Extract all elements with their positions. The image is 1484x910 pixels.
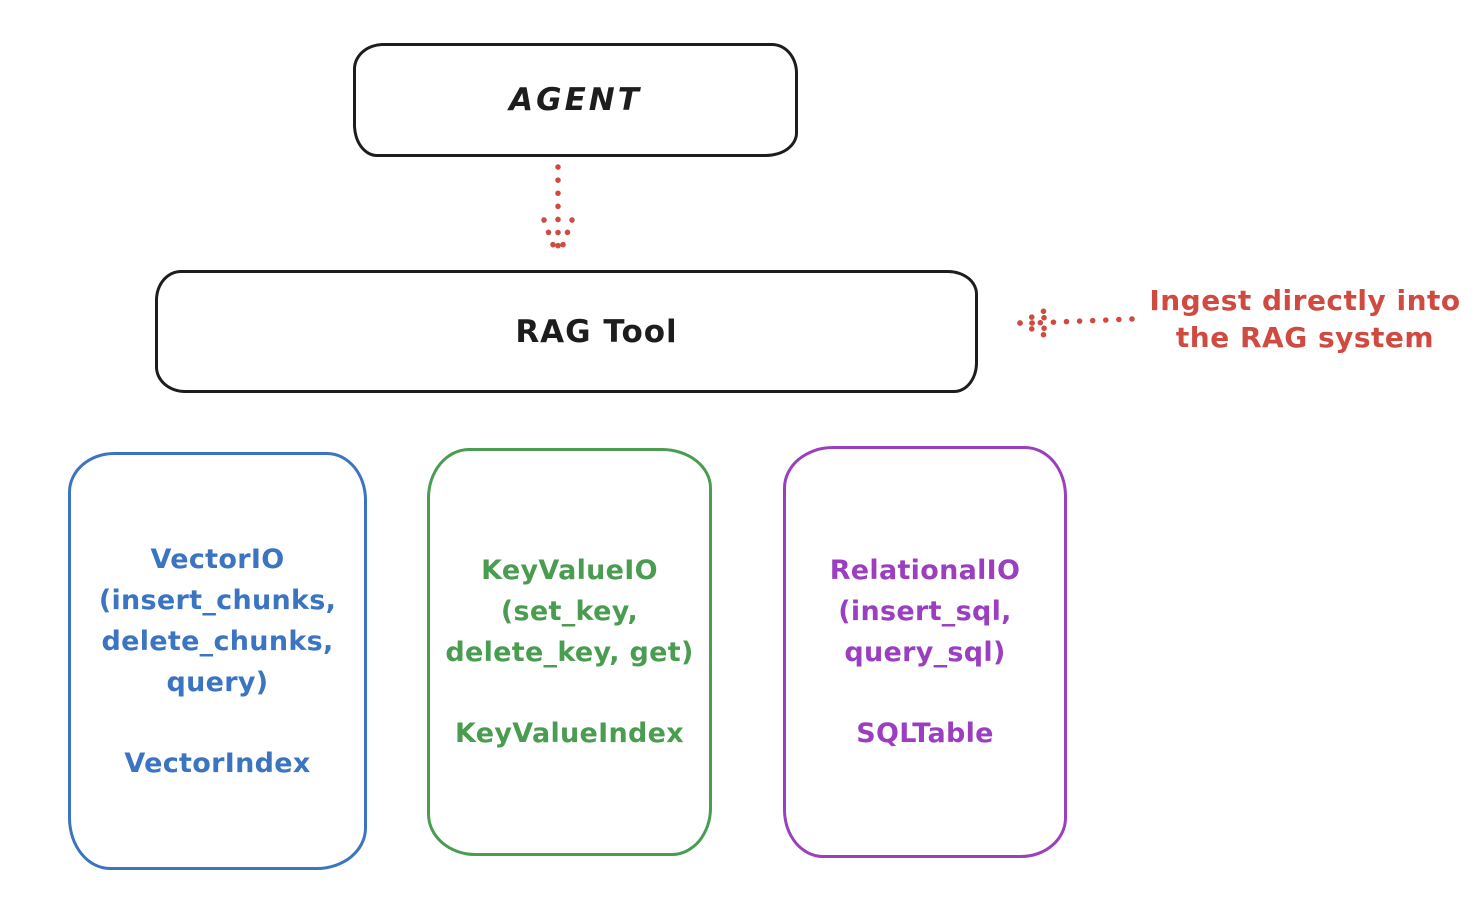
relational-io-box: RelationalIO (insert_sql, query_sql) SQL… [783, 446, 1067, 858]
keyvalue-io-line: delete_key, get) [445, 637, 694, 668]
sql-table-label: SQLTable [856, 718, 994, 749]
agent-box: AGENT [353, 43, 798, 157]
relational-io-line: (insert_sql, [838, 596, 1012, 627]
rag-tool-box: RAG Tool [155, 270, 978, 393]
ingest-annotation-line1: Ingest directly into [1149, 284, 1461, 317]
keyvalue-io-box: KeyValueIO (set_key, delete_key, get) Ke… [427, 448, 712, 856]
ingest-arrow-icon [1017, 305, 1135, 341]
ingest-annotation-line2: the RAG system [1175, 321, 1435, 354]
vector-io-line: query) [166, 666, 269, 698]
keyvalue-index-label: KeyValueIndex [454, 718, 684, 749]
vector-io-box: VectorIO (insert_chunks, delete_chunks, … [68, 452, 367, 870]
agent-to-rag-arrow-icon [541, 164, 575, 256]
agent-label: AGENT [509, 82, 642, 118]
vector-io-line: VectorIO [150, 543, 285, 575]
vector-io-line: (insert_chunks, [98, 584, 337, 616]
vector-index-label: VectorIndex [124, 747, 311, 779]
rag-tool-label: RAG Tool [515, 313, 678, 350]
vector-io-line: delete_chunks, [101, 625, 334, 657]
relational-io-line: RelationalIO [829, 555, 1021, 586]
ingest-annotation: Ingest directly into the RAG system [1135, 282, 1475, 356]
keyvalue-io-line: (set_key, [500, 596, 639, 627]
relational-io-line: query_sql) [844, 637, 1006, 668]
keyvalue-io-line: KeyValueIO [481, 555, 658, 586]
